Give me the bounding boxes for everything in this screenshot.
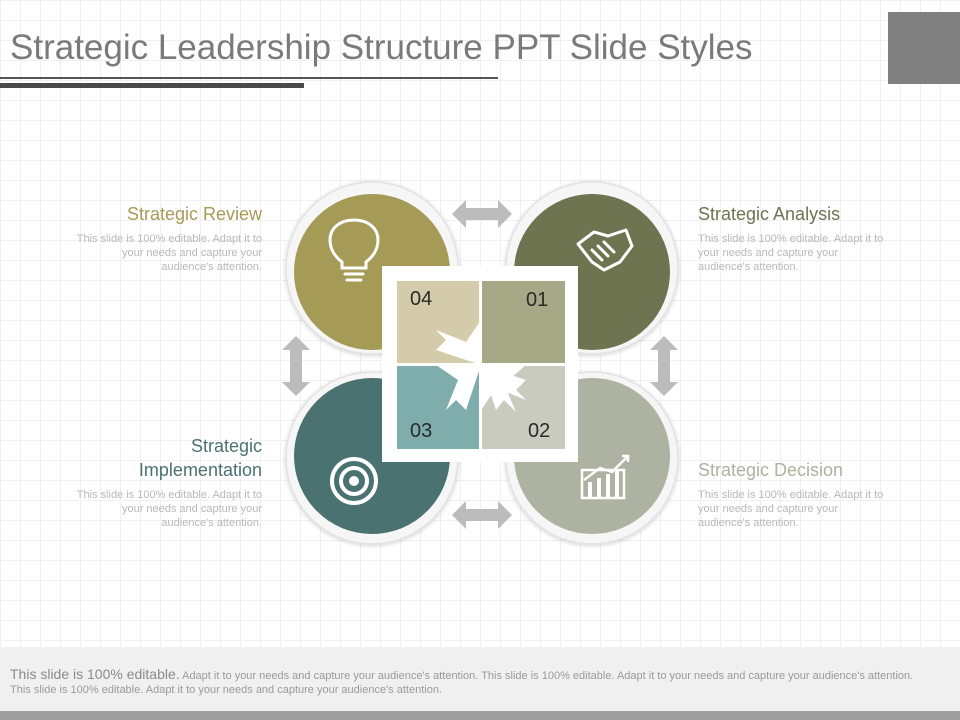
footer-panel: This slide is 100% editable. Adapt it to…: [0, 647, 960, 711]
double-arrow-bottom: [452, 501, 512, 529]
footer-lead: This slide is 100% editable.: [10, 666, 180, 682]
tile-number-01: 01: [526, 289, 548, 311]
tile-number-04: 04: [410, 288, 432, 310]
caption-strategic-analysis: Strategic Analysis This slide is 100% ed…: [698, 202, 888, 274]
target-icon: [330, 457, 378, 505]
caption-body: This slide is 100% editable. Adapt it to…: [698, 489, 884, 529]
double-arrow-right: [650, 336, 678, 396]
caption-body: This slide is 100% editable. Adapt it to…: [76, 233, 262, 273]
caption-strategic-review: Strategic Review This slide is 100% edit…: [72, 202, 262, 274]
tile-01: [482, 281, 565, 363]
caption-strategic-decision: Strategic Decision This slide is 100% ed…: [698, 458, 888, 530]
footer-text: This slide is 100% editable. Adapt it to…: [10, 667, 930, 697]
tile-number-03: 03: [410, 420, 432, 442]
growth-chart-icon: [580, 454, 630, 500]
center-swirl: [436, 320, 526, 412]
caption-heading: Strategic Review: [126, 204, 262, 224]
slide-title: Strategic Leadership Structure PPT Slide…: [10, 28, 753, 67]
lightbulb-icon: [328, 218, 380, 282]
caption-body: This slide is 100% editable. Adapt it to…: [76, 489, 262, 529]
footer-body: Adapt it to your needs and capture your …: [10, 670, 914, 696]
title-underline-thick: [0, 83, 304, 88]
caption-heading: Strategic Analysis: [698, 204, 841, 224]
caption-heading: Strategic Implementation: [138, 436, 262, 480]
caption-heading: Strategic Decision: [698, 460, 844, 480]
connector-arrows: [282, 200, 678, 529]
bottom-bar: [0, 711, 960, 720]
title-underline-thin: [0, 77, 498, 79]
handshake-icon: [576, 228, 634, 272]
caption-strategic-implementation: Strategic Implementation This slide is 1…: [72, 434, 262, 530]
double-arrow-top: [452, 200, 512, 228]
caption-body: This slide is 100% editable. Adapt it to…: [698, 233, 884, 273]
double-arrow-left: [282, 336, 310, 396]
corner-decoration: [888, 12, 960, 84]
tile-number-02: 02: [528, 420, 550, 442]
